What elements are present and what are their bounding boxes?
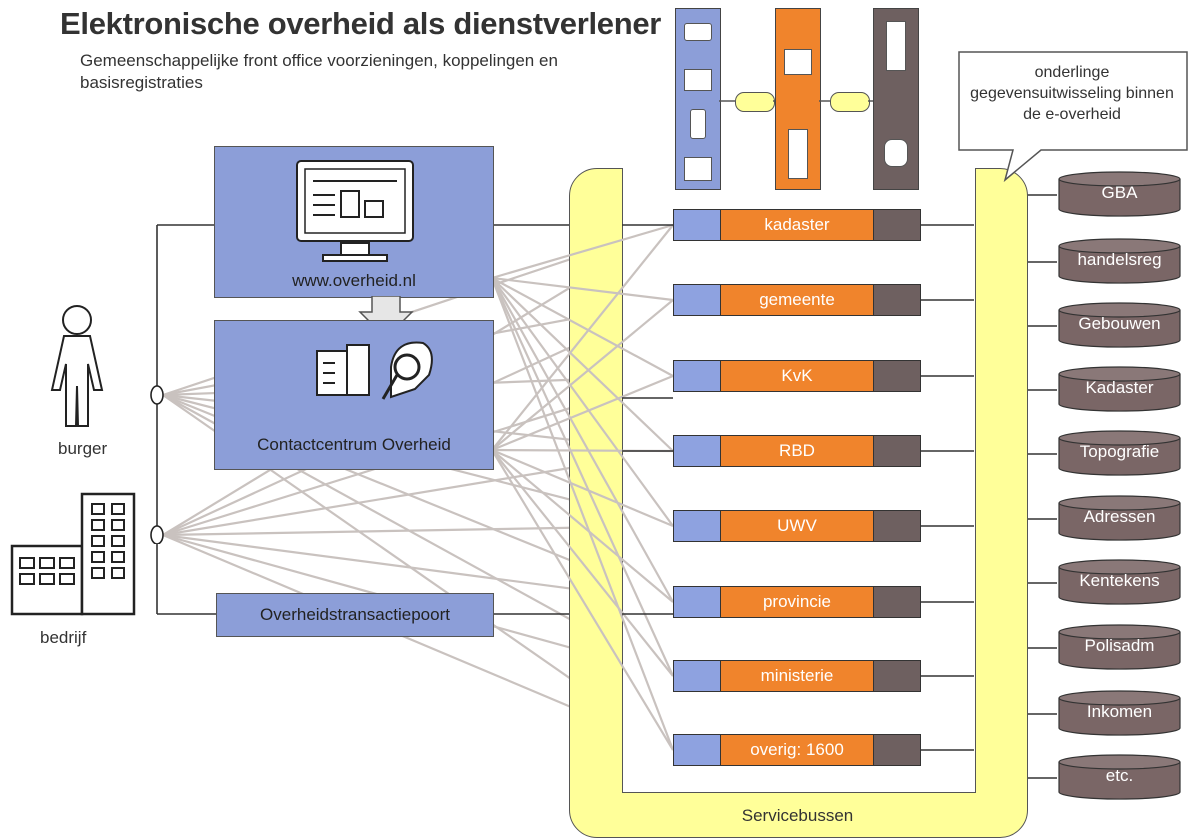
registry-0[interactable]: GBA bbox=[1057, 171, 1182, 217]
callout-bubble bbox=[958, 51, 1188, 183]
service-back-segment bbox=[873, 510, 921, 542]
registry-label: GBA bbox=[1101, 183, 1138, 202]
fan-line-overlay bbox=[491, 449, 674, 677]
registry-label: handelsreg bbox=[1077, 250, 1162, 269]
service-back-segment bbox=[873, 734, 921, 766]
service-front-segment bbox=[673, 510, 721, 542]
service-0[interactable]: kadaster bbox=[673, 209, 921, 241]
page-subtitle: Gemeenschappelijke front office voorzien… bbox=[80, 51, 558, 92]
fan-line-overlay bbox=[491, 277, 674, 377]
registry-label: Kentekens bbox=[1079, 571, 1160, 590]
actor-connection-nodes bbox=[150, 385, 164, 544]
registry-2[interactable]: Gebouwen bbox=[1057, 302, 1182, 348]
fan-line-overlay bbox=[490, 277, 675, 751]
service-label: ministerie bbox=[720, 660, 874, 692]
service-bus-label: Servicebussen bbox=[741, 806, 854, 825]
registry-9[interactable]: etc. bbox=[1057, 754, 1182, 800]
person-icon bbox=[50, 305, 104, 427]
phone-icon bbox=[690, 109, 706, 139]
fan-line-overlay bbox=[491, 276, 674, 302]
service-front-segment bbox=[673, 586, 721, 618]
service-7[interactable]: overig: 1600 bbox=[673, 734, 921, 766]
connector-link-1 bbox=[735, 92, 775, 112]
service-front-segment bbox=[673, 435, 721, 467]
server-rack-icon bbox=[886, 21, 906, 71]
monitor-icon bbox=[684, 157, 712, 181]
registry-3[interactable]: Kadaster bbox=[1057, 366, 1182, 412]
transaction-portal-box[interactable]: Overheidstransactiepoort bbox=[216, 593, 494, 637]
person-at-desk-icon bbox=[784, 49, 812, 75]
fan-line-overlay bbox=[491, 223, 674, 280]
service-front-segment bbox=[673, 734, 721, 766]
fan-line-overlay bbox=[491, 449, 674, 751]
fan-line-overlay bbox=[491, 448, 674, 528]
website-label: www.overheid.nl bbox=[292, 271, 416, 290]
connector-link-2 bbox=[830, 92, 870, 112]
registry-label: etc. bbox=[1105, 766, 1134, 785]
service-label: kadaster bbox=[720, 209, 874, 241]
handshake-icon bbox=[684, 23, 712, 41]
fan-line-overlay bbox=[490, 277, 675, 677]
service-label: RBD bbox=[720, 435, 874, 467]
contact-center-box[interactable]: Contactcentrum Overheid bbox=[214, 320, 494, 470]
front-column-gray bbox=[873, 8, 919, 190]
registry-5[interactable]: Adressen bbox=[1057, 495, 1182, 541]
business-label: bedrijf bbox=[40, 628, 87, 647]
service-label: UWV bbox=[720, 510, 874, 542]
service-4[interactable]: UWV bbox=[673, 510, 921, 542]
registry-6[interactable]: Kentekens bbox=[1057, 559, 1182, 605]
call-center-icon bbox=[316, 341, 433, 400]
service-label: KvK bbox=[720, 360, 874, 392]
service-front-segment bbox=[673, 360, 721, 392]
front-column-orange bbox=[775, 8, 821, 190]
fan-line-overlay bbox=[491, 277, 674, 452]
fan-line-overlay bbox=[491, 277, 674, 527]
service-label: gemeente bbox=[720, 284, 874, 316]
fan-line-overlay bbox=[491, 277, 674, 603]
service-back-segment bbox=[873, 660, 921, 692]
page-title: Elektronische overheid als dienstverlene… bbox=[60, 6, 662, 41]
citizen-label: burger bbox=[58, 439, 108, 458]
registry-4[interactable]: Topografie bbox=[1057, 430, 1182, 476]
registry-7[interactable]: Polisadm bbox=[1057, 624, 1182, 670]
service-2[interactable]: KvK bbox=[673, 360, 921, 392]
callout-text: onderlinge gegevensuitwisseling binnen d… bbox=[970, 64, 1174, 123]
registry-label: Topografie bbox=[1079, 442, 1160, 461]
service-back-segment bbox=[873, 360, 921, 392]
front-column-blue bbox=[675, 8, 721, 190]
server-icon bbox=[788, 129, 808, 179]
service-front-segment bbox=[673, 209, 721, 241]
service-3[interactable]: RBD bbox=[673, 435, 921, 467]
contact-center-label: Contactcentrum Overheid bbox=[257, 435, 451, 454]
service-back-segment bbox=[873, 209, 921, 241]
service-label: provincie bbox=[720, 586, 874, 618]
service-back-segment bbox=[873, 284, 921, 316]
database-icon bbox=[884, 139, 908, 167]
mail-icon bbox=[684, 69, 712, 91]
registry-label: Kadaster bbox=[1085, 378, 1154, 397]
service-front-segment bbox=[673, 284, 721, 316]
service-6[interactable]: ministerie bbox=[673, 660, 921, 692]
fan-line-overlay bbox=[491, 299, 674, 451]
website-box[interactable]: www.overheid.nl bbox=[214, 146, 494, 298]
computer-monitor-icon bbox=[296, 160, 414, 262]
registry-label: Polisadm bbox=[1084, 636, 1155, 655]
registry-8[interactable]: Inkomen bbox=[1057, 690, 1182, 736]
fan-line-overlay bbox=[491, 449, 674, 603]
service-back-segment bbox=[873, 586, 921, 618]
registry-label: Adressen bbox=[1083, 507, 1156, 526]
service-label: overig: 1600 bbox=[720, 734, 874, 766]
service-1[interactable]: gemeente bbox=[673, 284, 921, 316]
registry-label: Inkomen bbox=[1086, 702, 1153, 721]
building-icon bbox=[10, 492, 136, 616]
service-5[interactable]: provincie bbox=[673, 586, 921, 618]
service-front-segment bbox=[673, 660, 721, 692]
connector-lines bbox=[719, 100, 873, 102]
fan-line-overlay bbox=[491, 224, 674, 451]
service-back-segment bbox=[873, 435, 921, 467]
registry-label: Gebouwen bbox=[1078, 314, 1161, 333]
fan-line-overlay bbox=[491, 374, 674, 452]
registry-1[interactable]: handelsreg bbox=[1057, 238, 1182, 284]
